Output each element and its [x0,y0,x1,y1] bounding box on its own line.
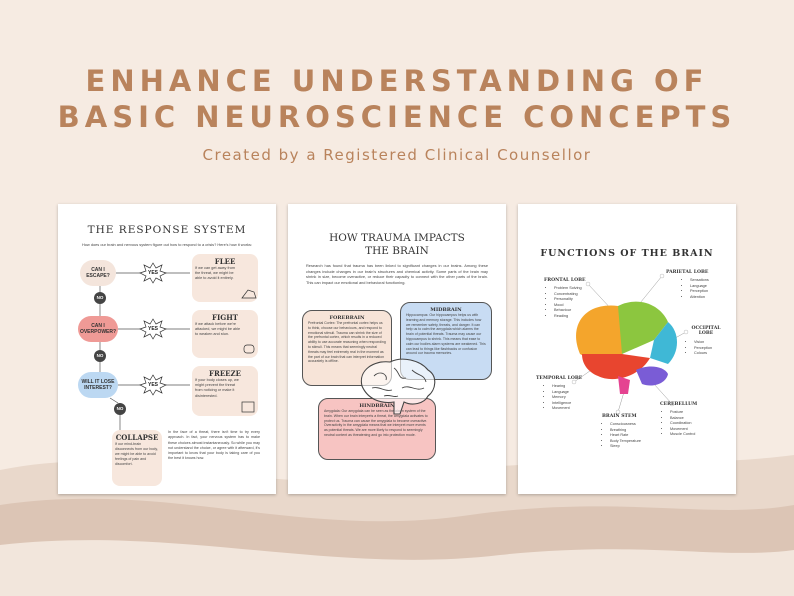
page2-title-line2: THE BRAIN [365,245,429,257]
flow-connectors [99,262,190,430]
no-label-1: NO [94,292,106,304]
question-overpower: CAN I OVERPOWER? [78,316,118,342]
cerebellum-label: CEREBELLUM [660,402,698,407]
temporal-lobe-label: TEMPORAL LOBE [536,376,583,381]
headline-line-2: BASIC NEUROSCIENCE CONCEPTS [57,100,737,134]
fist-icon [243,344,255,354]
no-label-2: NO [94,350,106,362]
no-label-3: NO [114,403,126,415]
page3-title: FUNCTIONS OF THE BRAIN [540,248,714,259]
question-escape: CAN I ESCAPE? [80,260,116,286]
page-trauma-brain: HOW TRAUMA IMPACTS THE BRAIN Research ha… [288,204,506,494]
response-freeze: FREEZE If your body closes up, we might … [192,366,258,416]
occipital-lobe-list: VisionPerception Colours [688,340,712,357]
temporal-lobe-list: HearingLanguage MemoryIntelligence Movem… [546,384,571,412]
response-fight: FIGHT If we attack before we're attacked… [192,310,258,358]
page2-intro: Research has found that trauma has been … [306,263,488,285]
headline-line-1: ENHANCE UNDERSTANDING OF [85,64,709,98]
page-brain-functions: FUNCTIONS OF THE BRAIN FRONTAL LOBE Prob… [518,204,736,494]
brain-stem-label: BRAIN STEM [602,414,637,419]
frontal-lobe-list: Problem SolvingConcentrating Personality… [548,286,582,319]
response-flee: FLEE If we can get away from the threat,… [192,254,258,302]
parietal-lobe-list: SensationsLanguage PerceptionAttention [684,278,709,300]
yes-label-1: YES [147,270,158,276]
cerebellum-list: PostureBalance CoordinationMovement Musc… [664,410,695,438]
page-response-system: THE RESPONSE SYSTEM How does our brain a… [58,204,276,494]
yes-label-2: YES [147,326,158,332]
question-lose-interest: WILL IT LOSE INTEREST? [78,372,118,398]
hindbrain-box: HINDBRAIN Amygdala: Our amygdala can be … [318,398,436,460]
brain-line-drawing-icon [360,358,436,415]
yes-label-3: YES [147,382,158,388]
response-collapse: COLLAPSE If our mind-brain disconnects f… [112,430,162,486]
page2-title-line1: HOW TRAUMA IMPACTS [329,232,465,244]
midbrain-box: MIDBRAIN Hippocampus: Our hippocampus he… [400,302,492,380]
page1-title: THE RESPONSE SYSTEM [87,224,247,236]
running-figure-icon [241,289,257,299]
occipital-lobe-label: OCCIPITAL LOBE [691,326,721,336]
brain-diagram [571,273,689,415]
page1-closing-text: In the face of a threat, there isn't tim… [168,430,260,461]
brain-stem-list: ConsciousnessBreathing Heart RateBody Te… [604,422,641,450]
subtitle: Created by a Registered Clinical Counsel… [202,146,592,164]
frozen-figure-icon [241,401,255,413]
frontal-lobe-label: FRONTAL LOBE [544,278,586,283]
page1-intro: How does our brain and nervous system fi… [81,242,253,247]
parietal-lobe-label: PARIETAL LOBE [666,270,709,275]
